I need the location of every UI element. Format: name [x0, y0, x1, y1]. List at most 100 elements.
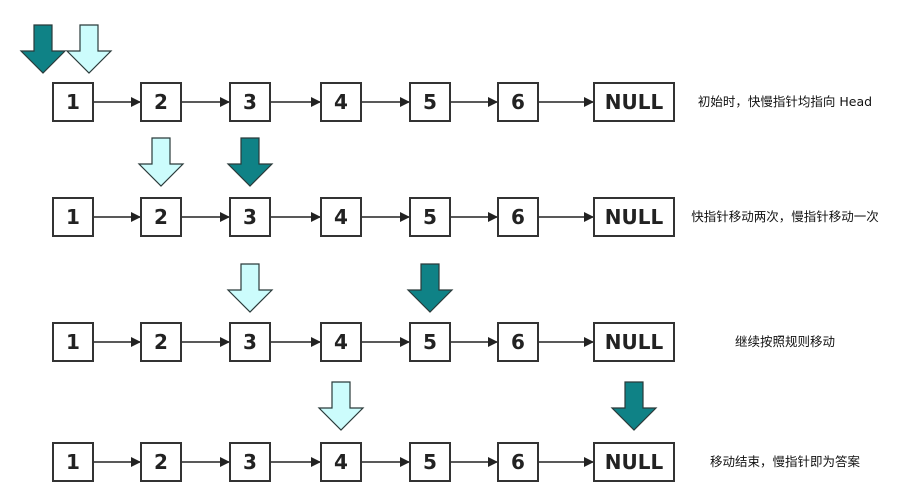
node-label: 1: [66, 450, 80, 474]
step-row-3: 1 2 3 4 5 6 NULL 继续按照规则移动: [52, 263, 835, 362]
node-label: NULL: [605, 90, 664, 114]
list-node: 4: [320, 322, 362, 362]
fast-pointer-arrow-icon: [610, 381, 658, 431]
node-box: [320, 442, 362, 482]
node-label: NULL: [605, 450, 664, 474]
node-box: [140, 197, 182, 237]
list-node: 3: [229, 197, 271, 237]
node-box: [320, 82, 362, 122]
node-box: [409, 322, 451, 362]
list-node: NULL: [593, 442, 675, 482]
list-node: 1: [52, 322, 94, 362]
list-node: 6: [497, 442, 539, 482]
node-box: [409, 197, 451, 237]
step-caption: 初始时，快慢指针均指向 Head: [698, 94, 872, 109]
step-row-2: 1 2 3 4 5 6 NULL 快指针移动两次，慢指针移动一次: [52, 137, 879, 237]
node-box: [497, 82, 539, 122]
list-node: 6: [497, 197, 539, 237]
list-node: 2: [140, 197, 182, 237]
node-label: 1: [66, 90, 80, 114]
list-node: 2: [140, 322, 182, 362]
node-box: [593, 82, 675, 122]
node-box: [52, 442, 94, 482]
node-box: [593, 197, 675, 237]
node-label: 5: [423, 330, 437, 354]
list-node: 5: [409, 197, 451, 237]
node-box: [140, 82, 182, 122]
node-label: 3: [243, 450, 257, 474]
step-caption: 移动结束，慢指针即为答案: [710, 454, 861, 469]
node-label: 4: [334, 450, 348, 474]
list-node: 5: [409, 82, 451, 122]
list-node: 2: [140, 82, 182, 122]
step-row-1: 1 2 3 4 5 6 NULL 初始时，快慢指针均指向 Head: [19, 24, 872, 122]
list-node: 1: [52, 82, 94, 122]
node-box: [229, 322, 271, 362]
node-label: 6: [511, 205, 525, 229]
list-node: 4: [320, 82, 362, 122]
node-box: [593, 442, 675, 482]
node-label: NULL: [605, 330, 664, 354]
node-box: [52, 197, 94, 237]
list-node: 3: [229, 82, 271, 122]
node-label: 4: [334, 205, 348, 229]
list-node: NULL: [593, 197, 675, 237]
node-label: 5: [423, 90, 437, 114]
node-label: 3: [243, 90, 257, 114]
node-label: 3: [243, 330, 257, 354]
slow-pointer-arrow-icon: [65, 24, 113, 74]
node-box: [593, 322, 675, 362]
node-box: [52, 82, 94, 122]
step-row-4: 1 2 3 4 5 6 NULL 移动结束，慢指针即为答案: [52, 381, 861, 482]
list-node: NULL: [593, 82, 675, 122]
list-node: NULL: [593, 322, 675, 362]
node-label: 2: [154, 205, 168, 229]
slow-pointer-arrow-icon: [137, 137, 185, 187]
fast-pointer-arrow-icon: [406, 263, 454, 313]
node-box: [140, 322, 182, 362]
node-label: 2: [154, 90, 168, 114]
node-label: 5: [423, 450, 437, 474]
node-box: [140, 442, 182, 482]
list-node: 1: [52, 442, 94, 482]
node-box: [409, 442, 451, 482]
node-label: 6: [511, 450, 525, 474]
list-node: 4: [320, 442, 362, 482]
list-node: 2: [140, 442, 182, 482]
list-node: 6: [497, 82, 539, 122]
node-label: 5: [423, 205, 437, 229]
node-label: NULL: [605, 205, 664, 229]
node-label: 1: [66, 205, 80, 229]
node-box: [52, 322, 94, 362]
node-box: [320, 197, 362, 237]
list-node: 5: [409, 442, 451, 482]
step-caption: 继续按照规则移动: [735, 334, 835, 349]
list-node: 4: [320, 197, 362, 237]
fast-pointer-arrow-icon: [19, 24, 67, 74]
node-box: [409, 82, 451, 122]
slow-pointer-arrow-icon: [317, 381, 365, 431]
list-node: 3: [229, 442, 271, 482]
node-box: [229, 442, 271, 482]
node-label: 2: [154, 330, 168, 354]
node-label: 2: [154, 450, 168, 474]
node-label: 4: [334, 90, 348, 114]
node-box: [497, 322, 539, 362]
list-node: 5: [409, 322, 451, 362]
node-label: 3: [243, 205, 257, 229]
step-caption: 快指针移动两次，慢指针移动一次: [691, 209, 879, 224]
node-label: 4: [334, 330, 348, 354]
node-label: 6: [511, 330, 525, 354]
list-node: 1: [52, 197, 94, 237]
slow-pointer-arrow-icon: [226, 263, 274, 313]
node-box: [229, 82, 271, 122]
node-box: [320, 322, 362, 362]
node-label: 1: [66, 330, 80, 354]
node-label: 6: [511, 90, 525, 114]
list-node: 3: [229, 322, 271, 362]
node-box: [497, 197, 539, 237]
node-box: [229, 197, 271, 237]
node-box: [497, 442, 539, 482]
fast-pointer-arrow-icon: [226, 137, 274, 187]
